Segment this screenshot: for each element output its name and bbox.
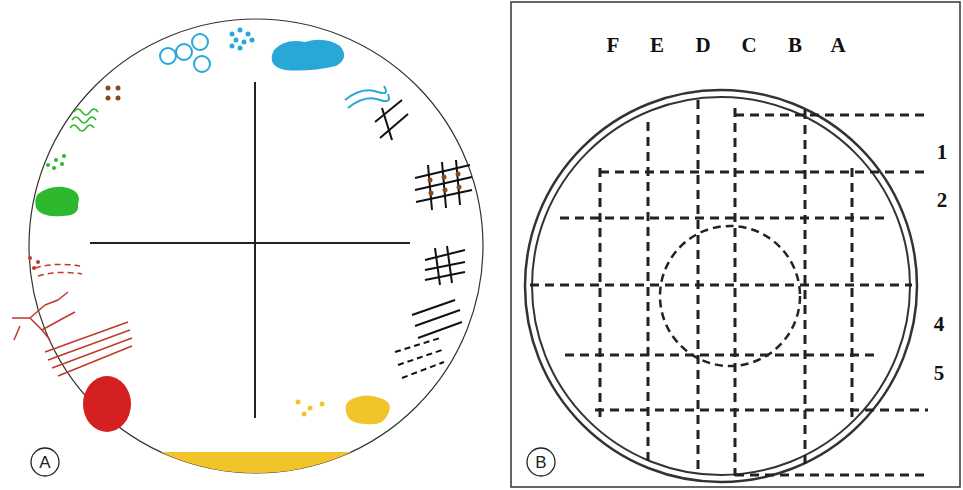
column-letter: E [650, 35, 664, 56]
row-number: 1 [937, 142, 948, 163]
panel-label: A [30, 447, 60, 477]
panel-letter: B [535, 454, 546, 471]
row-number: 5 [934, 363, 945, 384]
row-number: 4 [934, 314, 945, 335]
column-letter: D [695, 35, 710, 56]
column-letter: F [607, 35, 620, 56]
row-number: 2 [937, 190, 948, 211]
column-letter: C [741, 35, 756, 56]
panel-label: B [526, 447, 556, 477]
panel-letter: A [39, 454, 50, 471]
column-letter: A [830, 35, 845, 56]
column-letter: B [788, 35, 802, 56]
